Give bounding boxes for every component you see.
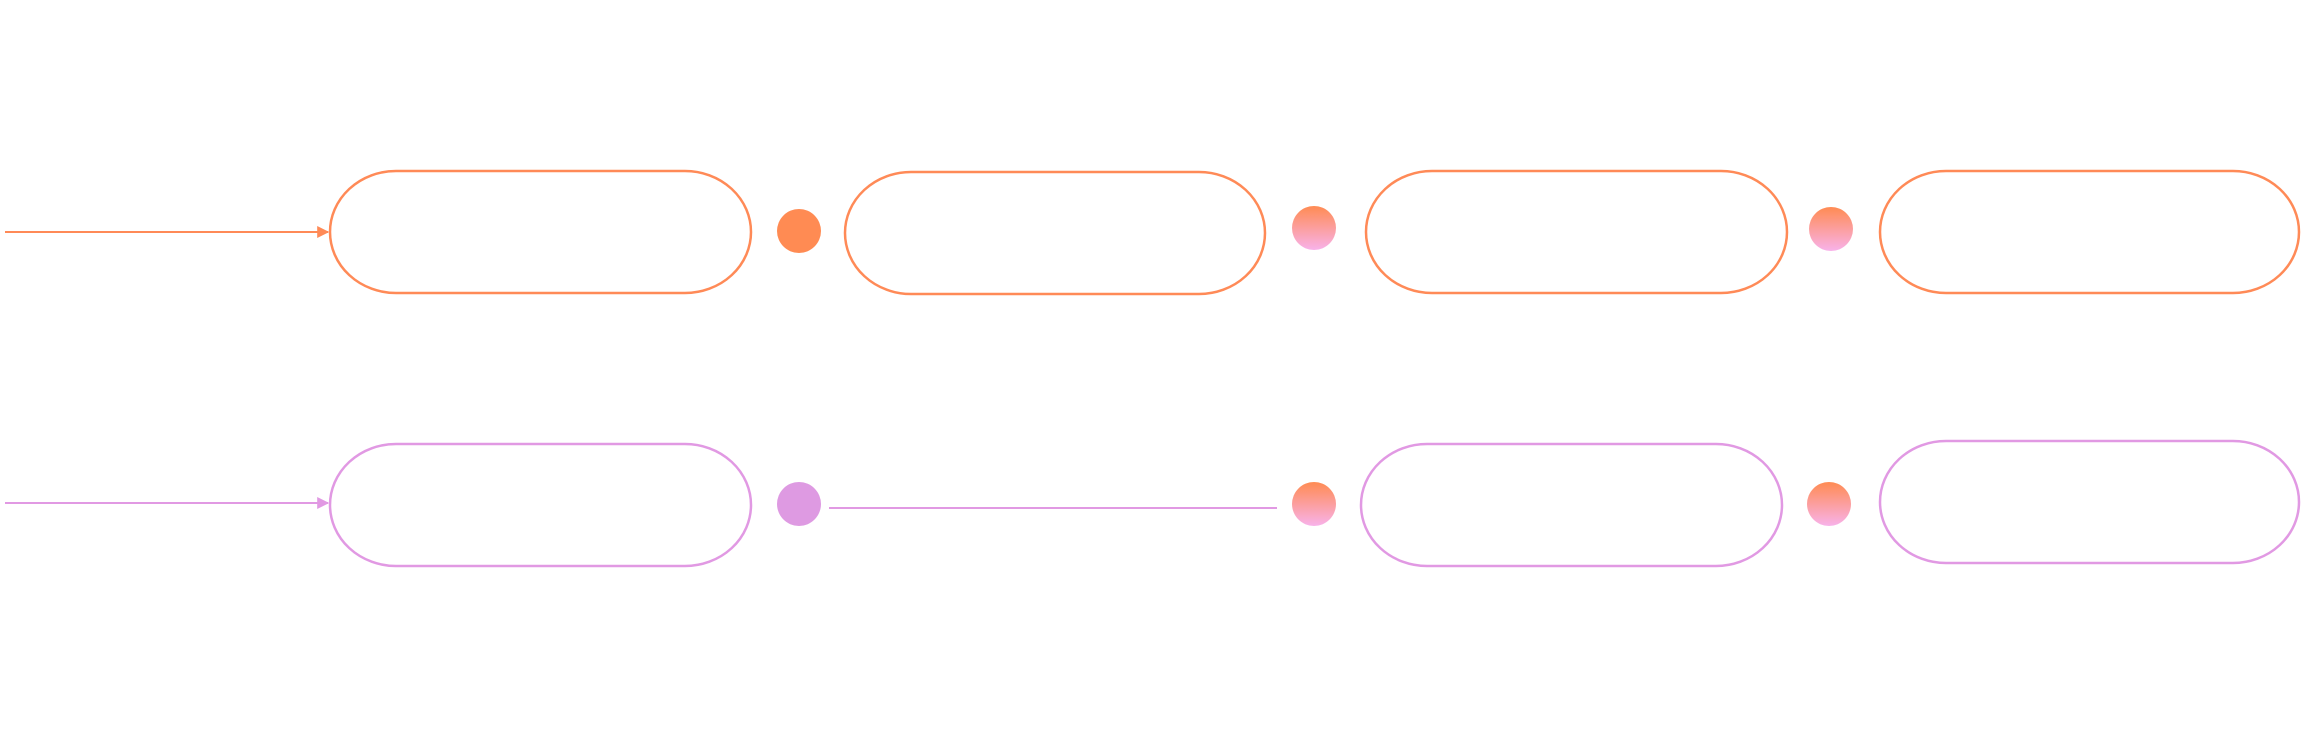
process-pill-7 <box>1878 439 2301 565</box>
process-pill-6 <box>1359 442 1784 568</box>
process-pill-3 <box>1364 169 1789 295</box>
process-pill-2 <box>843 170 1267 296</box>
process-pill-1 <box>328 169 753 295</box>
connector-dot-6 <box>1807 482 1851 526</box>
connector-dot-4 <box>777 482 821 526</box>
process-pill-4 <box>1878 169 2301 295</box>
connector-dot-5 <box>1292 482 1336 526</box>
connector-dot-2 <box>1292 206 1336 250</box>
row-purple <box>5 439 2301 568</box>
connector-dot-1 <box>777 209 821 253</box>
row-orange <box>5 169 2301 296</box>
connector-dot-3 <box>1809 207 1853 251</box>
process-pill-5 <box>328 442 753 568</box>
